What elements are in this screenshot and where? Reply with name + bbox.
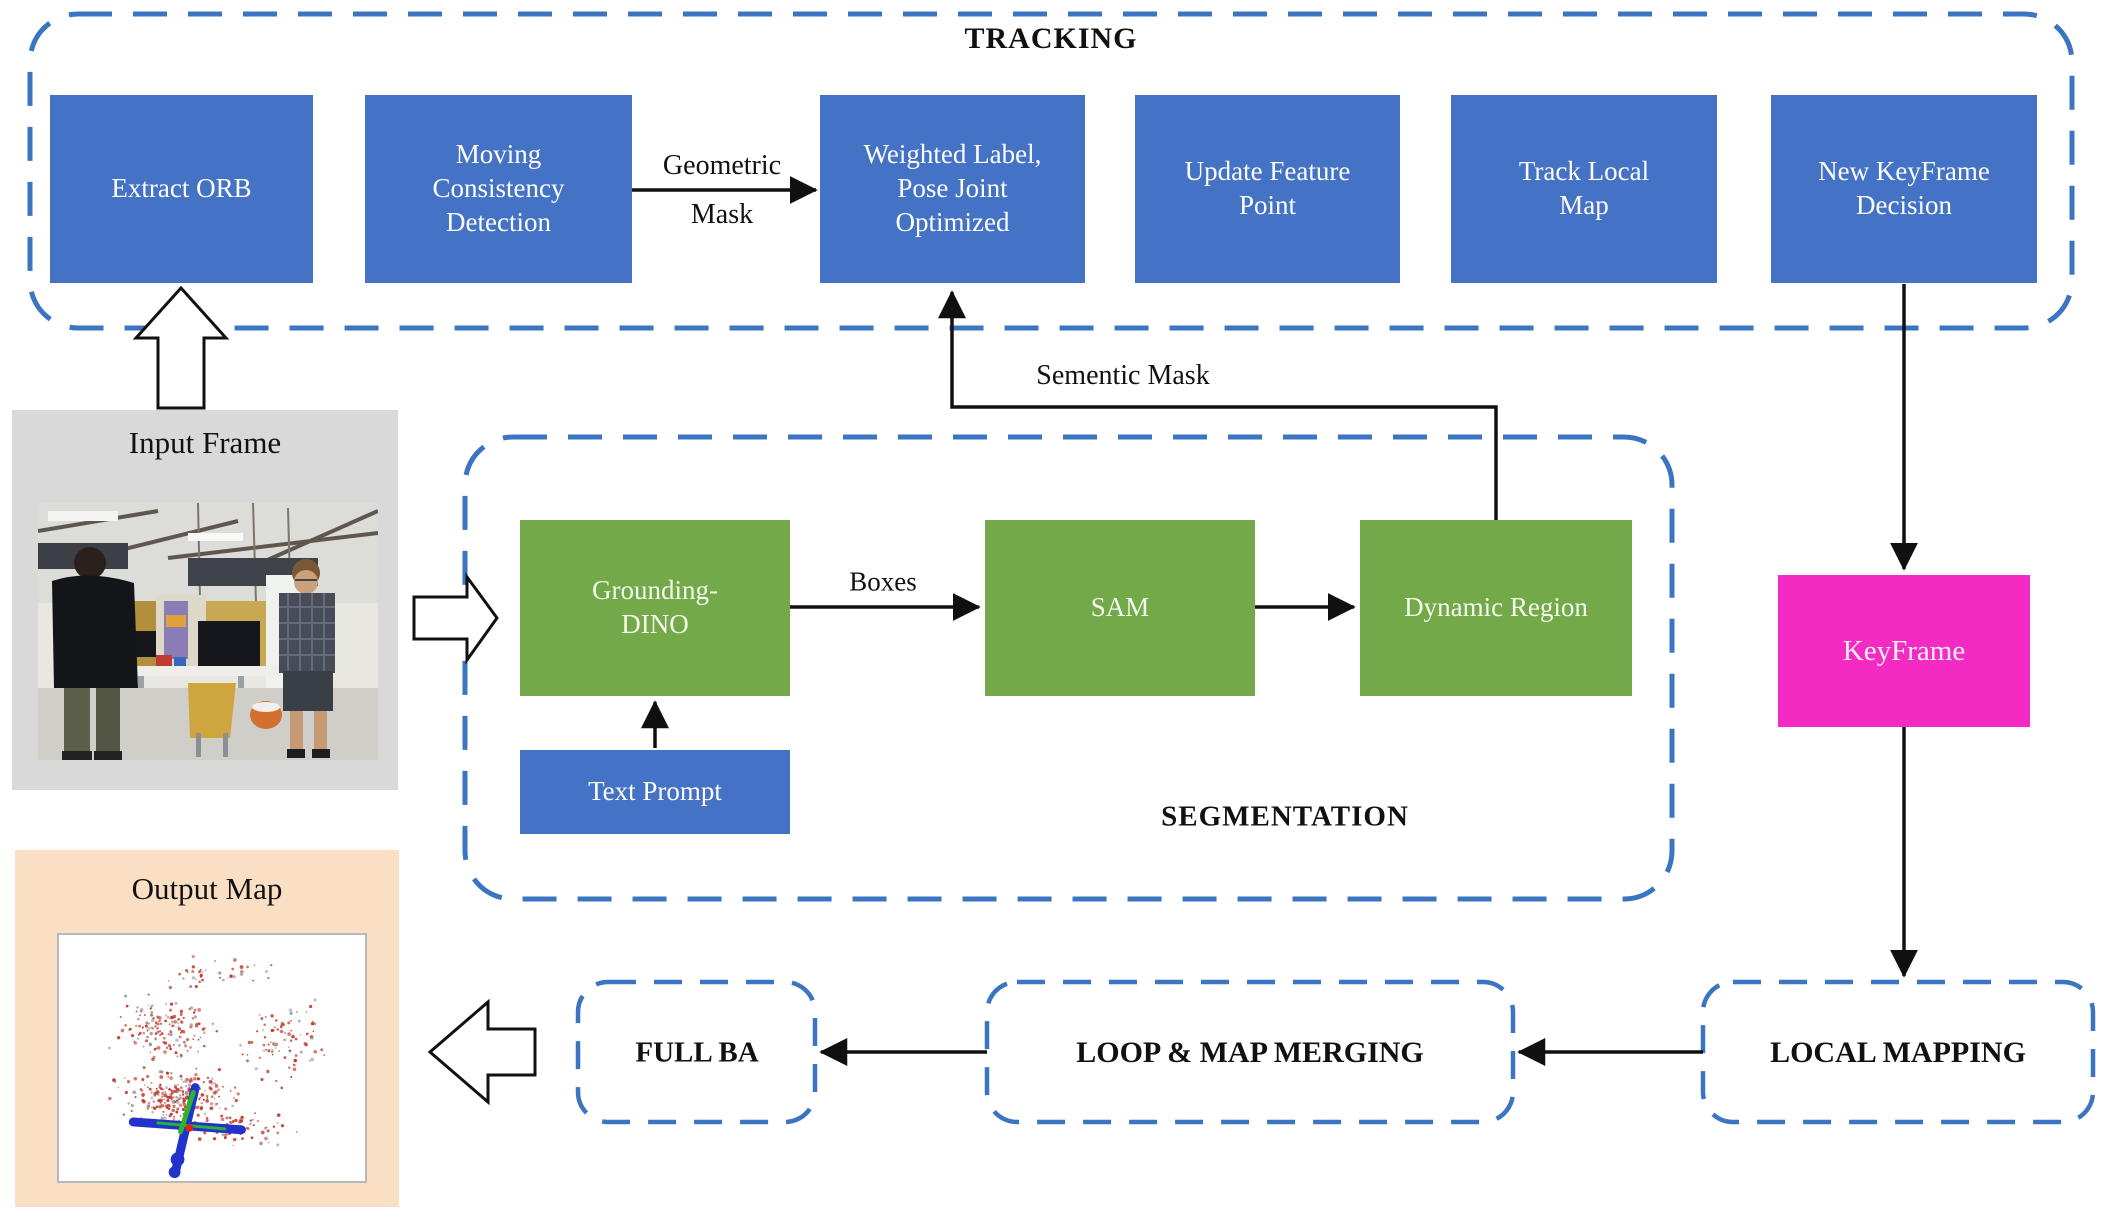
connector-semantic-mask: [938, 290, 1498, 520]
dynamic-region-box: Dynamic Region: [1360, 520, 1632, 696]
camera-trajectory-cross: [128, 1083, 246, 1179]
local-mapping-label: LOCAL MAPPING: [1770, 1036, 2026, 1069]
text-prompt-box: Text Prompt: [520, 750, 790, 834]
segmentation-group-title: SEGMENTATION: [1161, 800, 1409, 833]
semantic-mask-label: Sementic Mask: [1036, 360, 1210, 391]
geometric-mask-label-line1: Geometric: [662, 150, 782, 181]
sam-box: SAM: [985, 520, 1255, 696]
new-keyframe-decision-box: New KeyFrame Decision: [1771, 95, 2037, 283]
moving-consistency-detection-box: Moving Consistency Detection: [365, 95, 632, 283]
tracking-group-title: TRACKING: [964, 22, 1138, 55]
geometric-mask-label-line2: Mask: [690, 199, 754, 230]
update-feature-point-box: Update Feature Point: [1135, 95, 1400, 283]
full-ba-label: FULL BA: [635, 1036, 759, 1069]
output-map-view: [57, 933, 367, 1183]
map-points: [108, 955, 326, 1147]
block-arrow-left-fullba-to-output: [427, 998, 537, 1106]
grounding-dino-box: Grounding- DINO: [520, 520, 790, 696]
weighted-label-pose-box: Weighted Label, Pose Joint Optimized: [820, 95, 1085, 283]
office-scene-illustration: [38, 503, 378, 760]
block-arrow-right-input-to-segmentation: [412, 572, 499, 665]
output-map-scatter: [108, 955, 326, 1179]
input-frame-title: Input Frame: [128, 425, 282, 460]
output-map-title: Output Map: [131, 871, 283, 906]
loop-map-merging-label: LOOP & MAP MERGING: [1076, 1036, 1424, 1069]
extract-orb-box: Extract ORB: [50, 95, 313, 283]
block-arrow-up-input-to-tracking: [132, 285, 230, 410]
boxes-label: Boxes: [849, 566, 917, 597]
input-frame-photo: [38, 503, 378, 760]
track-local-map-box: Track Local Map: [1451, 95, 1717, 283]
keyframe-box: KeyFrame: [1778, 575, 2030, 727]
